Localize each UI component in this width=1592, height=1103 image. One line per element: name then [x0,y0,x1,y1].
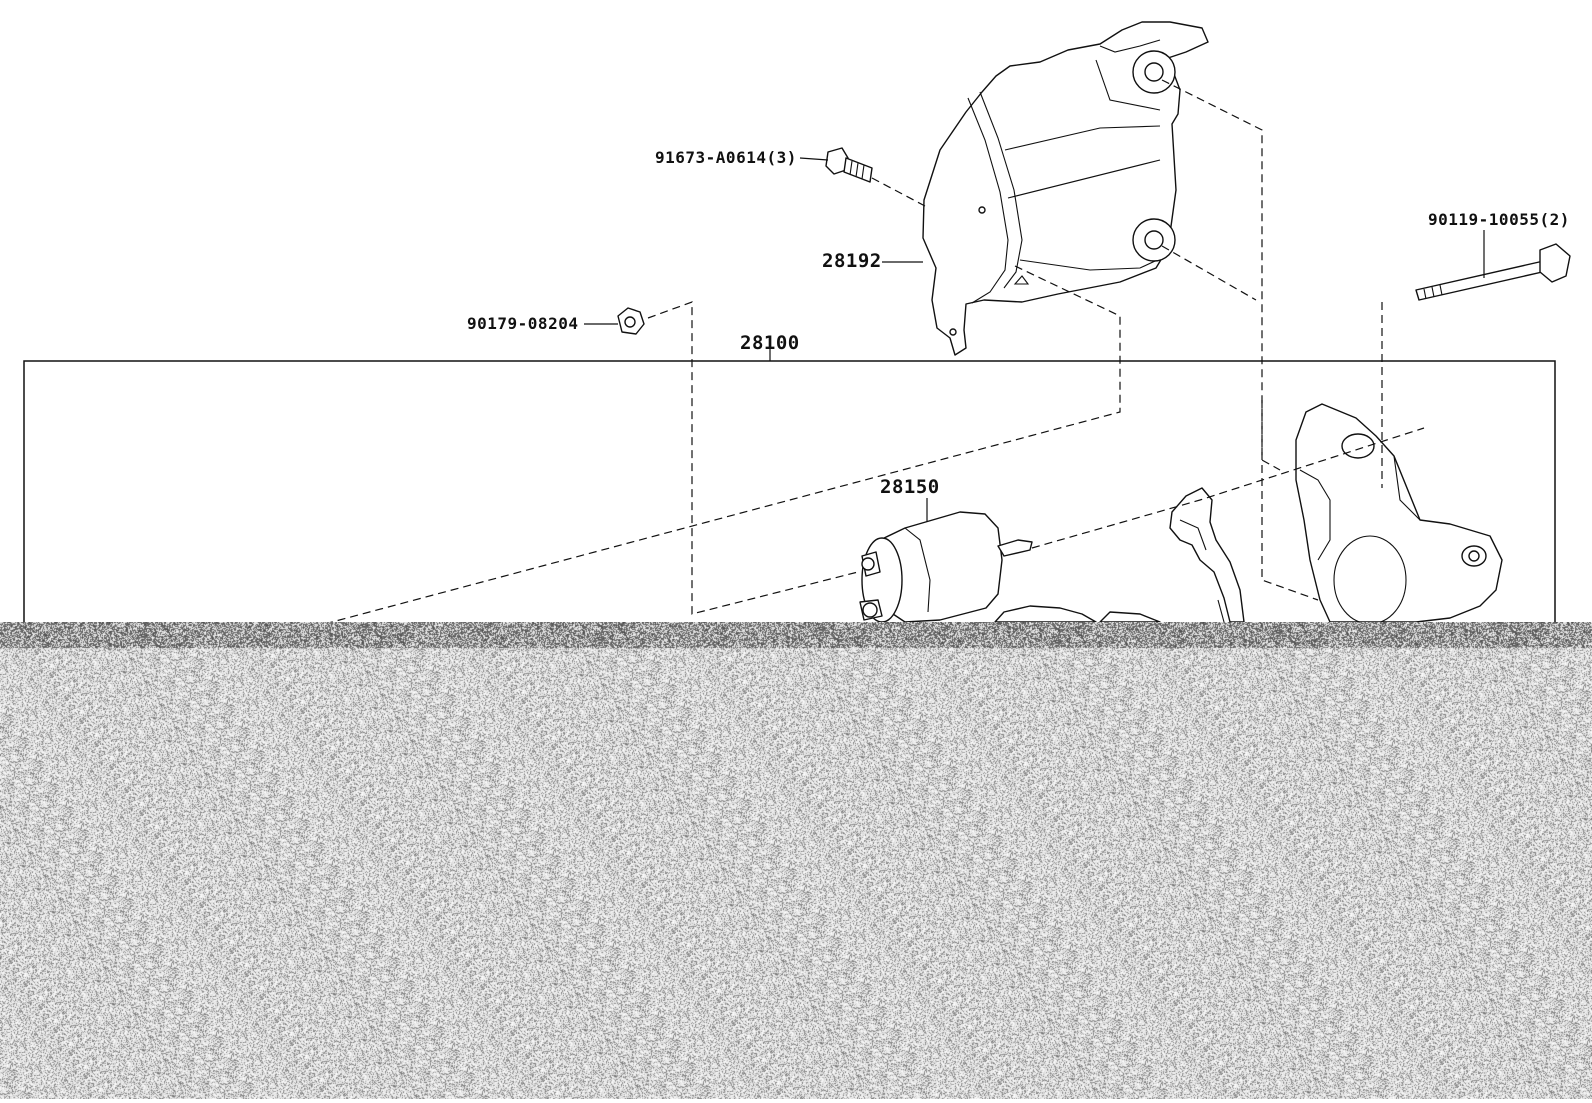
starter-motor-part [994,605,1161,623]
part-label-bolt-heat-shield: 91673-A0614(3) [655,148,797,167]
leader-lines [584,157,1485,522]
part-label-mount-bolt: 90119-10055(2) [1428,210,1570,229]
heat-shield-part [922,21,1209,356]
assembly-bracket-frame [23,349,1556,622]
long-bolt-part [1415,243,1571,301]
part-label-nut: 90179-08204 [467,314,579,333]
small-bolt-part [825,147,873,183]
nut-part [617,307,645,335]
part-label-heat-shield: 28192 [822,250,882,272]
installation-dashed-lines [301,79,1425,631]
corrupted-image-region [0,622,1592,1099]
drive-lever-part [1169,487,1245,623]
part-label-starter-assembly: 28100 [740,332,800,354]
drive-housing-part [1295,403,1503,625]
magnetic-switch-part [859,511,1033,623]
part-label-magnetic-switch: 28150 [880,476,940,498]
